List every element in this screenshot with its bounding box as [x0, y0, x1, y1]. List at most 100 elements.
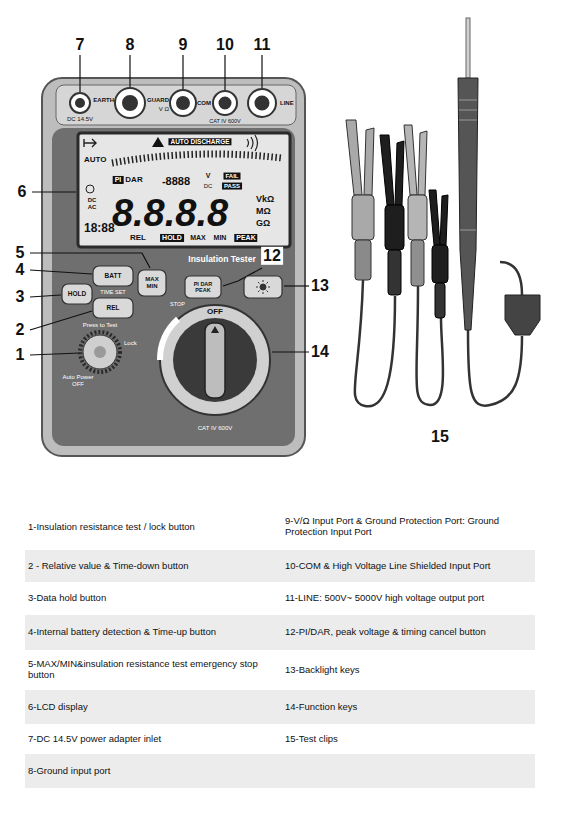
clip-jaw — [429, 190, 440, 245]
rotary-knob — [205, 323, 225, 398]
table-row — [25, 690, 535, 724]
table-cell: 7-DC 14.5V power adapter inlet — [28, 734, 278, 745]
lcd-indicator: PEAK — [234, 234, 257, 242]
leader-line — [129, 55, 130, 87]
port-label: GUARD — [147, 97, 169, 104]
lcd-timer: 18:88 — [84, 222, 115, 236]
leader-line — [30, 295, 61, 297]
port-label: DC 14.5V — [67, 116, 93, 123]
power-jack — [70, 93, 90, 113]
lcd-unit: V — [206, 172, 211, 180]
clip-jaw — [395, 141, 404, 205]
panel-title: Insulation Tester — [188, 255, 255, 265]
probe-body — [458, 78, 478, 330]
clip-body — [408, 195, 427, 240]
clip-body — [352, 195, 374, 240]
callout-number: 8 — [126, 36, 135, 54]
button-label: REL — [107, 304, 120, 311]
sun-icon — [260, 284, 266, 290]
callout-number: 12 — [261, 247, 283, 265]
alligator-clip — [404, 125, 427, 286]
lcd-screen — [78, 133, 290, 247]
earth-port-socket — [123, 96, 137, 110]
probe-tip — [466, 18, 470, 78]
table-shading — [25, 550, 535, 788]
clip-boot — [355, 240, 371, 280]
line-port — [248, 89, 276, 117]
leader-line — [182, 55, 183, 89]
panel-label: Auto Power OFF — [59, 374, 97, 388]
buzzer-icon — [247, 135, 258, 151]
port-label: V Ω — [159, 106, 169, 113]
cable — [500, 262, 522, 295]
knob-pointer — [211, 326, 219, 333]
bar-graph — [112, 154, 282, 163]
clip-boot — [411, 240, 424, 286]
callout-number: 3 — [16, 288, 25, 306]
lcd-indicator: PASS — [222, 183, 242, 190]
cable — [468, 330, 522, 406]
pi-dar-button — [185, 276, 221, 298]
callout-number: 5 — [16, 244, 25, 262]
ports — [70, 88, 276, 118]
warning-triangle — [152, 137, 164, 147]
table-row — [25, 754, 535, 788]
clip-body — [432, 245, 448, 283]
button-label: PI DAR PEAK — [187, 281, 219, 294]
lcd-unit: VkΩ — [256, 194, 274, 204]
leader-line — [30, 311, 92, 330]
table-row — [25, 550, 535, 582]
lcd-indicator: MIN — [214, 234, 227, 242]
lcd-indicator: DAR — [125, 175, 142, 184]
port-label: CAT IV 600V — [209, 118, 241, 124]
banana-plug — [505, 295, 540, 335]
lcd-unit: MΩ — [256, 206, 271, 216]
alligator-clip — [346, 120, 374, 280]
callout-number: 1 — [16, 346, 25, 364]
lcd-indicator: DC AC — [85, 197, 99, 211]
lcd-unit: GΩ — [256, 218, 270, 228]
timer-icon — [86, 185, 94, 193]
button-caption: STOP — [170, 301, 185, 307]
clip-jaw — [418, 131, 427, 195]
panel-label: Press to Test — [83, 322, 118, 329]
lcd-indicator: FAIL — [224, 173, 241, 180]
clip-jaw — [404, 125, 417, 195]
lcd-indicator: AUTO — [84, 155, 107, 164]
com-port-socket — [220, 98, 231, 109]
callout-number: 2 — [16, 321, 25, 339]
test-probe — [458, 18, 478, 330]
port-label: LINE — [280, 100, 294, 107]
com-port — [213, 91, 237, 115]
cables — [355, 280, 522, 406]
table-cell: 11-LINE: 500V~ 5000V high voltage output… — [285, 593, 533, 604]
table-cell: 15-Test clips — [285, 734, 533, 745]
rel-button — [93, 298, 133, 318]
button-caption: TIME SET — [100, 289, 125, 295]
port-label: COM — [197, 100, 211, 107]
table-cell: 2 - Relative value & Time-down button — [28, 561, 278, 572]
button-label: BATT — [105, 272, 122, 279]
leader-line — [261, 55, 262, 88]
port-label: EARTH — [93, 97, 114, 104]
lcd-digits: -8888 — [162, 175, 190, 188]
leader-line — [30, 253, 150, 268]
backlight-button — [244, 276, 282, 298]
probe-grooves — [459, 100, 477, 230]
max-min-button — [138, 270, 166, 296]
dial-label: OFF — [207, 307, 223, 316]
lcd-main-digits: 8.8.8.8 — [112, 194, 228, 232]
line-port-socket — [256, 97, 269, 110]
leader-line — [272, 351, 310, 352]
rotary-inner — [173, 318, 257, 402]
guard-port-socket — [177, 97, 189, 109]
test-knob-center — [94, 346, 106, 358]
sun-rays — [256, 280, 270, 294]
callout-number: 9 — [179, 36, 188, 54]
backlight-symbol — [256, 280, 270, 294]
table-cell: 3-Data hold button — [28, 593, 278, 604]
clip-jaw — [364, 128, 374, 195]
clip-jaw — [346, 120, 362, 195]
cable — [355, 280, 395, 406]
